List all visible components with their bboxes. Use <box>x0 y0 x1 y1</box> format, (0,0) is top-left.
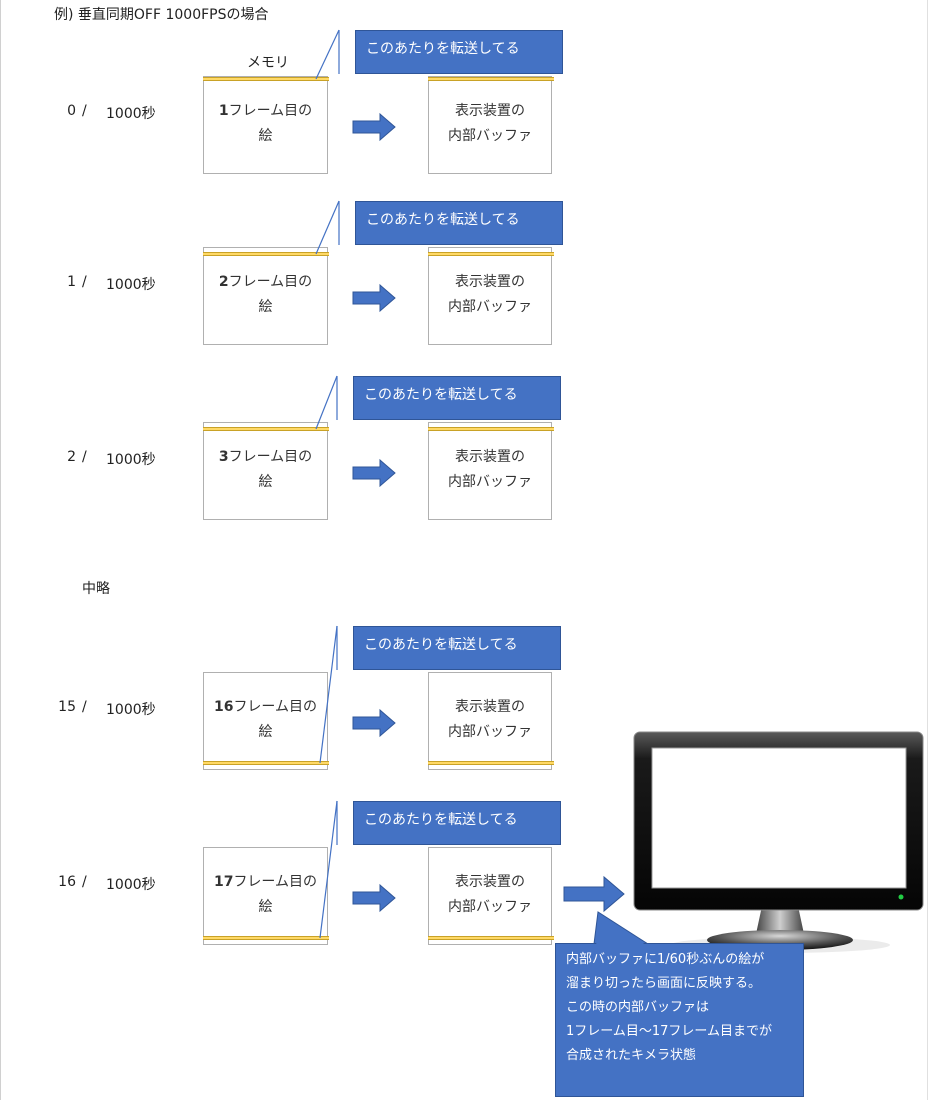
time-slash: / <box>82 699 87 715</box>
transfer-callout: このあたりを転送してる <box>353 376 561 420</box>
buffer-label-line2: 内部バッファ <box>448 128 532 144</box>
frame-suffix: フレーム目の <box>228 449 313 465</box>
note-line: 1フレーム目〜17フレーム目までが <box>566 1024 773 1039</box>
buffer-label-line1: 表示装置の <box>455 874 525 890</box>
memory-label: メモリ <box>247 55 289 71</box>
frame-label-line2: 絵 <box>258 474 273 490</box>
time-slash: / <box>82 274 87 290</box>
frame-label: 2フレーム目の <box>204 270 327 295</box>
time-unit: 1000秒 <box>106 277 156 293</box>
frame-label-line2: 絵 <box>258 299 273 315</box>
frame-label: 3フレーム目の <box>204 445 327 470</box>
display-buffer-box: 表示装置の内部バッファ <box>428 76 552 174</box>
buffer-fill-bar <box>428 77 554 81</box>
page-title: 例) 垂直同期OFF 1000FPSの場合 <box>54 7 269 23</box>
transfer-callout: このあたりを転送してる <box>353 626 561 670</box>
frame-suffix: フレーム目の <box>228 103 313 119</box>
time-numerator: 16 <box>58 874 76 890</box>
frame-suffix: フレーム目の <box>233 874 318 890</box>
memory-frame-box: 2フレーム目の絵 <box>203 247 328 345</box>
frame-label: 16フレーム目の <box>204 695 327 720</box>
buffer-fill-bar <box>428 252 554 256</box>
display-buffer-box: 表示装置の内部バッファ <box>428 672 552 770</box>
time-unit: 1000秒 <box>106 702 156 718</box>
omit-label: 中略 <box>82 581 110 597</box>
frame-number: 16 <box>213 699 234 715</box>
buffer-label-line2: 内部バッファ <box>448 299 532 315</box>
time-numerator: 1 <box>67 274 76 290</box>
memory-transfer-bar <box>203 761 329 765</box>
time-unit: 1000秒 <box>106 106 156 122</box>
memory-transfer-bar <box>203 936 329 940</box>
time-numerator: 15 <box>58 699 76 715</box>
frame-suffix: フレーム目の <box>233 699 318 715</box>
note-line: 溜まり切ったら画面に反映する。 <box>566 976 762 991</box>
buffer-fill-bar <box>428 936 554 940</box>
transfer-callout: このあたりを転送してる <box>355 30 563 74</box>
display-buffer-box: 表示装置の内部バッファ <box>428 847 552 945</box>
buffer-label-line1: 表示装置の <box>455 274 525 290</box>
buffer-label-line1: 表示装置の <box>455 103 525 119</box>
frame-number: 17 <box>213 874 234 890</box>
memory-frame-box: 1フレーム目の絵 <box>203 76 328 174</box>
memory-frame-box: 3フレーム目の絵 <box>203 422 328 520</box>
frame-label-line2: 絵 <box>258 899 273 915</box>
time-numerator: 2 <box>67 449 76 465</box>
memory-transfer-bar <box>203 252 329 256</box>
frame-label: 17フレーム目の <box>204 870 327 895</box>
time-slash: / <box>82 874 87 890</box>
time-unit: 1000秒 <box>106 452 156 468</box>
memory-transfer-bar <box>203 77 329 81</box>
memory-transfer-bar <box>203 427 329 431</box>
note-callout: 内部バッファに1/60秒ぶんの絵が溜まり切ったら画面に反映する。この時の内部バッ… <box>555 943 804 1097</box>
frame-label-line2: 絵 <box>258 724 273 740</box>
display-buffer-box: 表示装置の内部バッファ <box>428 422 552 520</box>
buffer-label-line2: 内部バッファ <box>448 724 532 740</box>
buffer-label-line1: 表示装置の <box>455 699 525 715</box>
note-line: 内部バッファに1/60秒ぶんの絵が <box>566 952 765 967</box>
time-unit: 1000秒 <box>106 877 156 893</box>
memory-frame-box: 16フレーム目の絵 <box>203 672 328 770</box>
display-buffer-box: 表示装置の内部バッファ <box>428 247 552 345</box>
transfer-callout: このあたりを転送してる <box>355 201 563 245</box>
frame-label: 1フレーム目の <box>204 99 327 124</box>
frame-label-line2: 絵 <box>258 128 273 144</box>
buffer-label-line1: 表示装置の <box>455 449 525 465</box>
time-numerator: 0 <box>67 103 76 119</box>
buffer-fill-bar <box>428 761 554 765</box>
buffer-fill-bar <box>428 427 554 431</box>
note-line: 合成されたキメラ状態 <box>566 1048 697 1063</box>
buffer-label-line2: 内部バッファ <box>448 474 532 490</box>
frame-suffix: フレーム目の <box>228 274 313 290</box>
frame-number: 3 <box>218 449 229 465</box>
buffer-label-line2: 内部バッファ <box>448 899 532 915</box>
frame-number: 1 <box>218 103 229 119</box>
frame-number: 2 <box>218 274 229 290</box>
time-slash: / <box>82 449 87 465</box>
time-slash: / <box>82 103 87 119</box>
memory-frame-box: 17フレーム目の絵 <box>203 847 328 945</box>
transfer-callout: このあたりを転送してる <box>353 801 561 845</box>
note-line: この時の内部バッファは <box>566 1000 710 1015</box>
